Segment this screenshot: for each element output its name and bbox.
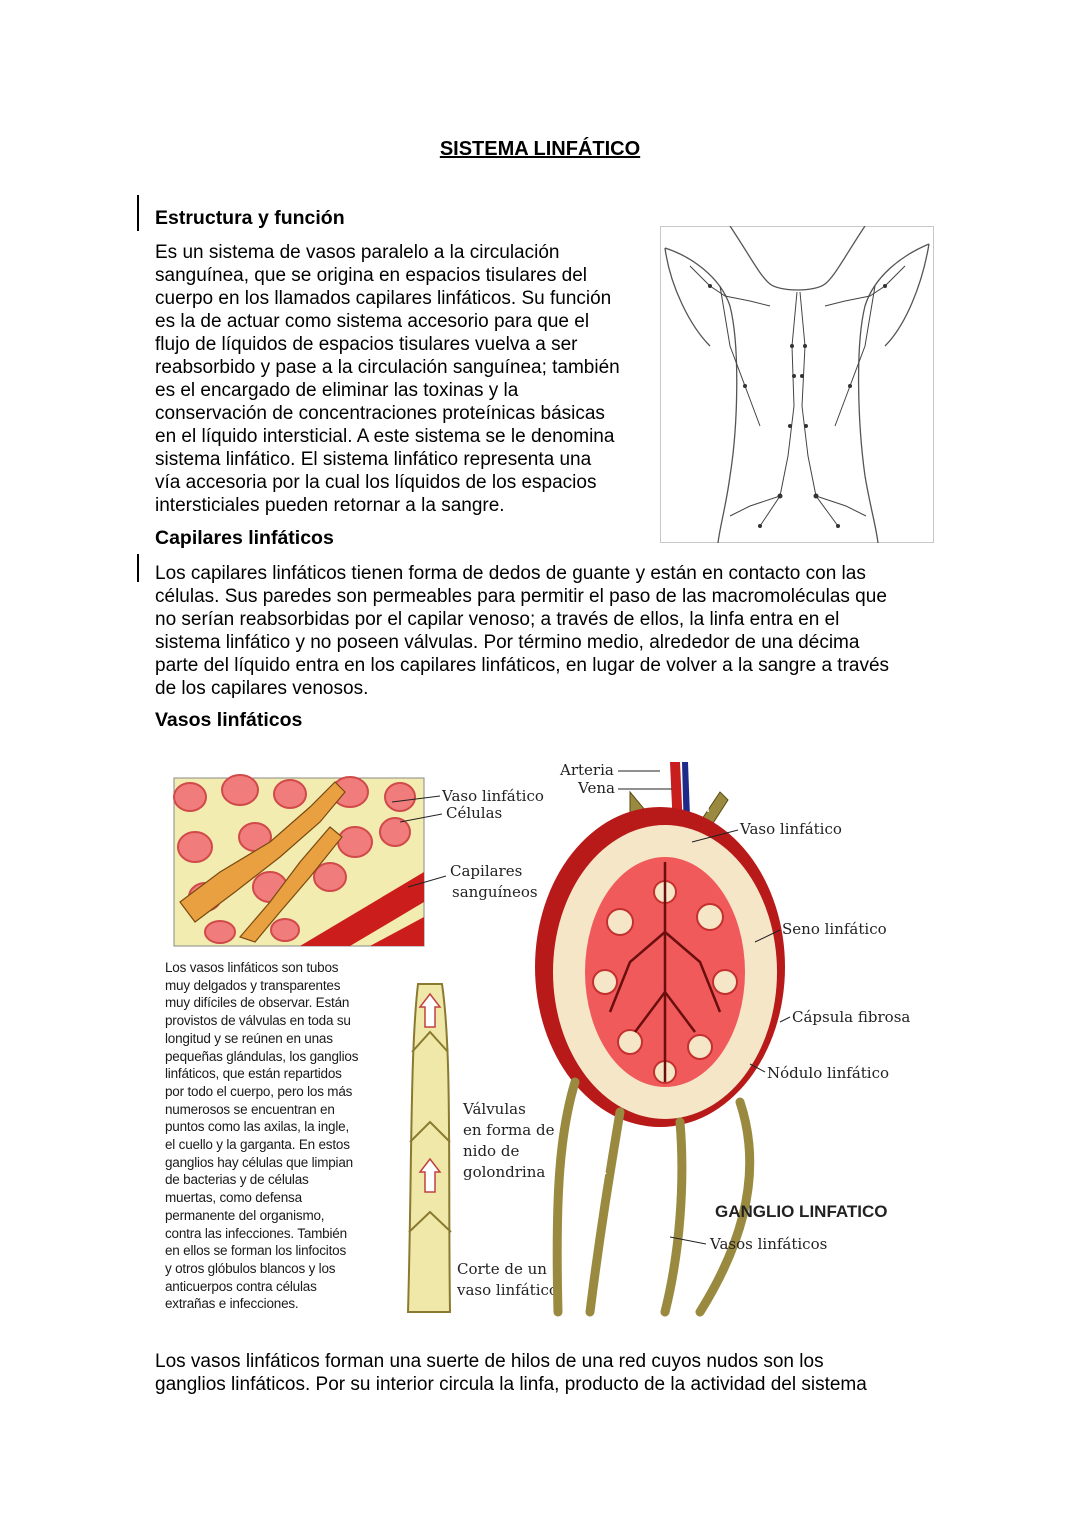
text-line: conservación de concentraciones proteíni… xyxy=(155,403,605,424)
label-nodulo-linfatico: Nódulo linfático xyxy=(767,1064,889,1082)
label-valvulas-nido: nido de xyxy=(463,1142,519,1160)
label-vaso-linfatico: Vaso linfático xyxy=(441,787,544,805)
text-line: ganglios linfáticos. Por su interior cir… xyxy=(155,1374,867,1395)
label-vena: Vena xyxy=(577,779,615,797)
caption-line: de bacterias y de células xyxy=(165,1172,309,1188)
caption-line: anticuerpos contra células xyxy=(165,1278,317,1294)
label-seno-linfatico: Seno linfático xyxy=(782,920,887,938)
revision-bar xyxy=(137,195,139,231)
lymph-node xyxy=(535,760,785,1317)
text-line: sistema linfático. El sistema linfático … xyxy=(155,449,592,470)
label-valvulas-golondrina: golondrina xyxy=(463,1163,545,1181)
label-capilares: Capilares xyxy=(450,862,522,880)
caption-line: puntos como las axilas, la ingle, xyxy=(165,1119,350,1135)
text-line: Es un sistema de vasos paralelo a la cir… xyxy=(155,242,560,263)
text-line: células. Sus paredes son permeables para… xyxy=(155,586,887,607)
text-line: de los capilares venosos. xyxy=(155,678,369,699)
label-sanguineos: sanguíneos xyxy=(452,883,538,901)
caption-line: numerosos se encuentran en xyxy=(165,1101,335,1117)
label-celulas: Células xyxy=(446,804,502,822)
text-line: intersticiales pueden retornar a la sang… xyxy=(155,495,505,516)
caption-line: en ellos se forman los linfocitos xyxy=(165,1243,346,1259)
caption-line: y otros glóbulos blancos y los xyxy=(165,1260,336,1276)
tissue-inset xyxy=(173,774,425,947)
text-line: vía accesoria por la cual los líquidos d… xyxy=(155,472,597,493)
caption-line: por todo el cuerpo, pero los más xyxy=(165,1083,353,1099)
section-heading-vasos: Vasos linfáticos xyxy=(155,709,303,731)
caption-line: linfáticos, que están repartidos xyxy=(165,1066,342,1082)
text-line: no serían reabsorbidas por el capilar ve… xyxy=(155,609,840,630)
label-corte-vaso: vaso linfático xyxy=(456,1281,558,1299)
caption-line: permanente del organismo, xyxy=(165,1207,325,1223)
text-line: parte del líquido entra en los capilares… xyxy=(155,655,890,676)
page-title: SISTEMA LINFÁTICO xyxy=(439,138,641,160)
caption-line: muy difíciles de observar. Están xyxy=(165,995,350,1011)
section-paragraph-estructura: Es un sistema de vasos paralelo a la cir… xyxy=(155,241,620,517)
caption-line: provistos de válvulas en toda su xyxy=(165,1013,351,1029)
label-capsula-fibrosa: Cápsula fibrosa xyxy=(792,1008,910,1026)
text-line: Los capilares linfáticos tienen forma de… xyxy=(155,563,866,584)
text-line: Los vasos linfáticos forman una suerte d… xyxy=(155,1351,824,1372)
label-vaso-linfatico-ganglio: Vaso linfático xyxy=(739,820,842,838)
caption-line: el cuello y la garganta. En estos xyxy=(165,1137,350,1153)
text-line: reabsorbido y pase a la circulación sang… xyxy=(155,357,620,378)
text-line: cuerpo en los llamados capilares linfáti… xyxy=(155,288,612,309)
caption-line: pequeñas glándulas, los ganglios xyxy=(165,1048,359,1064)
label-valvulas: Válvulas xyxy=(462,1100,526,1118)
text-line: sanguínea, que se origina en espacios ti… xyxy=(155,265,588,286)
section-paragraph-capilares: Los capilares linfáticos tienen forma de… xyxy=(155,562,889,700)
label-corte: Corte de un xyxy=(457,1260,547,1278)
caption-line: muertas, como defensa xyxy=(165,1190,302,1206)
label-vasos-linfaticos: Vasos linfáticos xyxy=(709,1235,827,1253)
revision-bar xyxy=(137,554,139,582)
caption-line: ganglios hay células que limpian xyxy=(165,1154,353,1170)
section-heading-estructura: Estructura y función xyxy=(155,207,345,229)
section-heading-capilares: Capilares linfáticos xyxy=(155,527,334,549)
label-ganglio-linfatico: GANGLIO LINFATICO xyxy=(715,1202,888,1221)
text-line: es la de actuar como sistema accesorio p… xyxy=(155,311,590,332)
text-line: es el encargado de eliminar las toxinas … xyxy=(155,380,519,401)
caption-line: Los vasos linfáticos son tubos xyxy=(165,960,339,975)
label-arteria: Arteria xyxy=(559,761,614,779)
figure-caption: Los vasos linfáticos son tubos muy delga… xyxy=(165,959,358,1313)
caption-line: contra las infecciones. También xyxy=(165,1225,347,1241)
vessel-cross-section xyxy=(406,983,452,1313)
caption-line: longitud y se reúnen en unas xyxy=(165,1030,333,1046)
text-line: en el líquido intersticial. A este siste… xyxy=(155,426,615,447)
caption-line: extrañas e infecciones. xyxy=(165,1296,299,1312)
caption-line: muy delgados y transparentes xyxy=(165,977,341,993)
lymphatic-torso-illustration xyxy=(660,226,934,543)
text-line: flujo de líquidos de espacios tisulares … xyxy=(155,334,578,355)
text-line: sistema linfático y no poseen válvulas. … xyxy=(155,632,860,653)
label-valvulas-forma: en forma de xyxy=(463,1121,555,1139)
section-paragraph-vasos: Los vasos linfáticos forman una suerte d… xyxy=(155,1350,867,1396)
lymph-vessel-and-node-diagram: Vaso linfático Células Capilares sanguín… xyxy=(173,760,910,1317)
